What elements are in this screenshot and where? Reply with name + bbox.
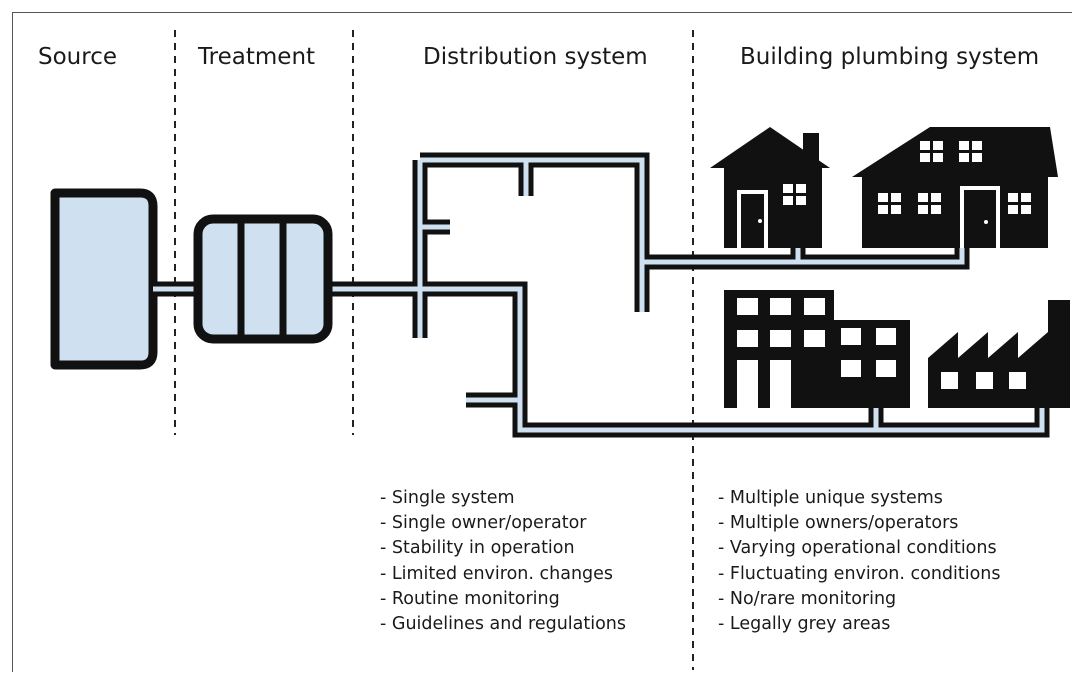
building-trait-item: - Varying operational conditions	[718, 538, 997, 559]
building-trait-item: - Multiple unique systems	[718, 488, 943, 508]
distribution-traits-list: - Single system - Single owner/operator …	[380, 486, 626, 637]
header-building: Building plumbing system	[740, 44, 1040, 70]
building-trait-item: - No/rare monitoring	[718, 588, 897, 609]
distribution-trait-item: - Routine monitoring	[380, 588, 560, 609]
building-trait-item: - Legally grey areas	[718, 614, 891, 635]
building-trait-item: - Multiple owners/operators	[718, 513, 959, 534]
distribution-trait-item: - Single system	[380, 488, 515, 508]
distribution-trait-item: - Limited environ. changes	[380, 563, 614, 584]
treatment-unit-icon	[193, 214, 333, 344]
header-source: Source	[38, 44, 117, 70]
distribution-trait-item: - Single owner/operator	[380, 513, 587, 534]
factory-icon	[928, 300, 1070, 408]
source-reservoir-icon	[50, 188, 158, 370]
header-treatment: Treatment	[198, 44, 316, 70]
building-trait-item: - Fluctuating environ. conditions	[718, 563, 1001, 584]
distribution-trait-item: - Guidelines and regulations	[380, 614, 627, 635]
distribution-trait-item: - Stability in operation	[380, 538, 575, 559]
apartment-building-icon	[724, 290, 910, 408]
house-icon	[710, 127, 830, 248]
large-house-icon	[852, 127, 1058, 248]
figure-frame	[12, 12, 1072, 672]
header-distribution: Distribution system	[423, 44, 648, 70]
building-traits-list: - Multiple unique systems - Multiple own…	[718, 486, 1001, 637]
